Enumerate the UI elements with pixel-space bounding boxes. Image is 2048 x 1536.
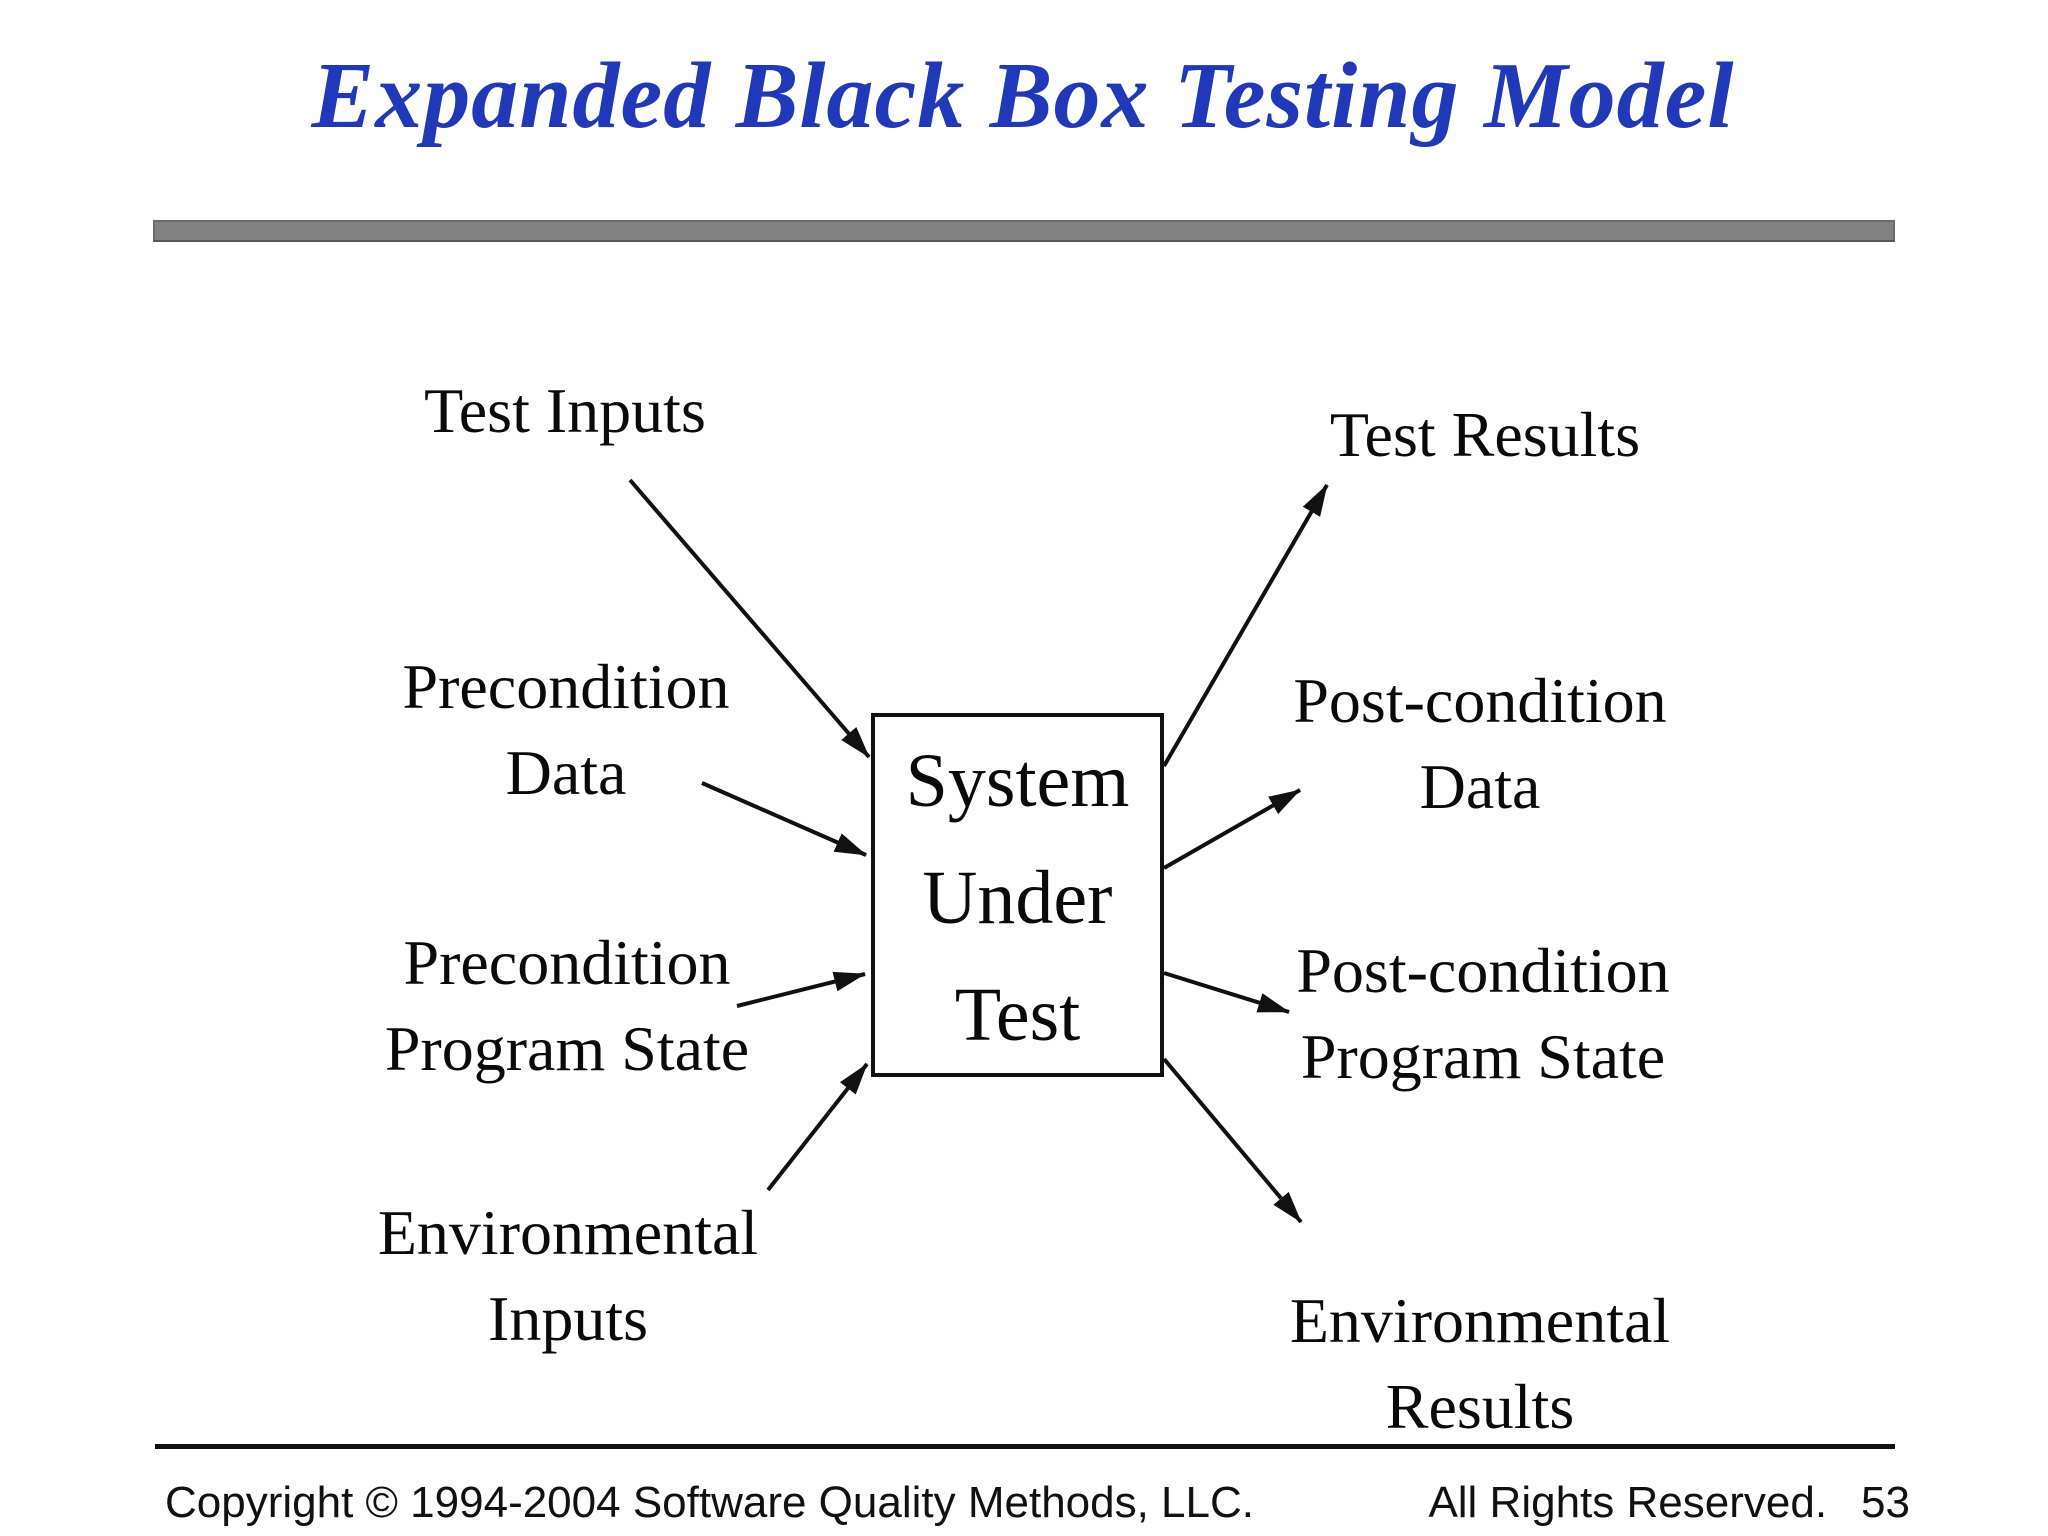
sut-line-3: Test <box>954 973 1081 1057</box>
label-line: Data <box>1419 751 1541 822</box>
label-test-inputs: Test Inputs <box>424 368 706 454</box>
label-line: Post-condition <box>1293 665 1667 736</box>
label-line: Inputs <box>488 1283 648 1354</box>
sut-line-2: Under <box>922 856 1113 940</box>
label-post-condition-data: Post-condition Data <box>1293 658 1666 830</box>
label-environmental-inputs: Environmental Inputs <box>378 1190 758 1362</box>
footer-divider-line <box>155 1444 1895 1449</box>
slide-title: Expanded Black Box Testing Model <box>311 44 1735 148</box>
arrow-box-to-post-condition-program-state <box>1163 971 1290 1014</box>
label-post-condition-program-state: Post-condition Program State <box>1296 928 1669 1100</box>
footer-page-number: 53 <box>1861 1478 1910 1527</box>
arrow-box-to-environmental-results <box>1162 1057 1303 1224</box>
arrow-precondition-data-to-box <box>701 781 867 857</box>
arrow-test-inputs-to-box <box>628 478 871 759</box>
label-precondition-data: Precondition Data <box>402 644 729 816</box>
label-line: Post-condition <box>1296 935 1670 1006</box>
system-under-test-box: System Under Test <box>871 713 1164 1077</box>
sut-line-1: System <box>905 739 1130 823</box>
arrow-precondition-program-state-to-box <box>736 971 866 1008</box>
label-line: Test Inputs <box>424 375 706 446</box>
label-test-results: Test Results <box>1330 392 1640 478</box>
arrow-box-to-post-condition-data <box>1163 788 1301 870</box>
label-line: Precondition <box>403 927 731 998</box>
arrow-box-to-test-results <box>1162 483 1329 768</box>
label-line: Environmental <box>377 1197 759 1268</box>
label-line: Test Results <box>1329 399 1641 470</box>
footer-rights: All Rights Reserved. <box>1428 1478 1828 1527</box>
arrow-environmental-inputs-to-box <box>766 1062 869 1192</box>
label-precondition-program-state: Precondition Program State <box>385 920 749 1092</box>
label-environmental-results: Environmental Results <box>1290 1278 1670 1450</box>
label-line: Program State <box>384 1013 750 1084</box>
label-line: Environmental <box>1289 1285 1671 1356</box>
label-line: Precondition <box>402 651 730 722</box>
label-line: Program State <box>1300 1021 1666 1092</box>
label-line: Results <box>1385 1371 1575 1442</box>
footer: Copyright © 1994-2004 Software Quality M… <box>165 1478 1910 1528</box>
title-divider-bar <box>153 220 1895 242</box>
label-line: Data <box>505 737 627 808</box>
footer-copyright: Copyright © 1994-2004 Software Quality M… <box>165 1478 1254 1527</box>
